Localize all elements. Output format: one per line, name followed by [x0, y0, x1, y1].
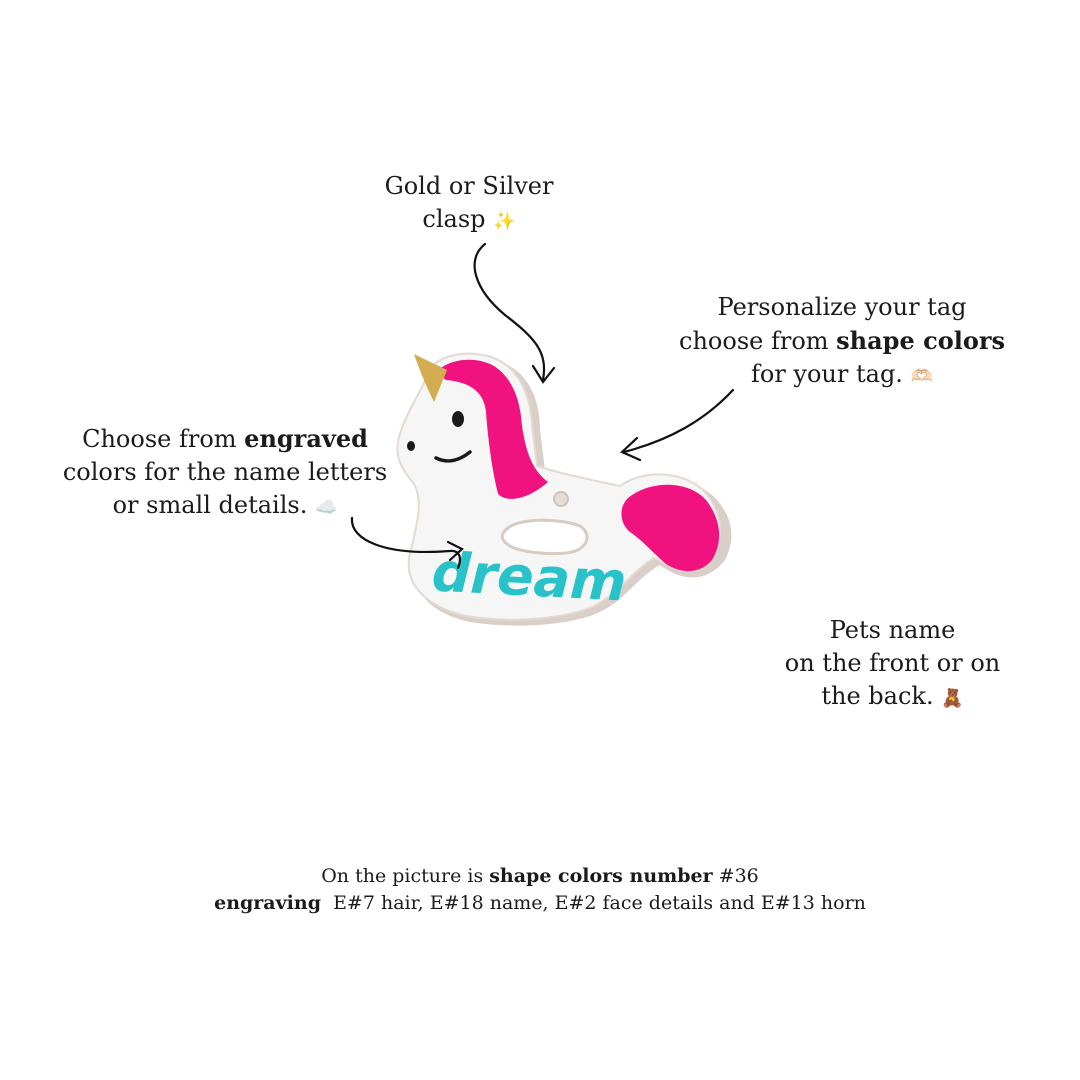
pets-name-note: Pets name on the front or on the back. 🧸: [770, 614, 1015, 715]
clasp-line2: clasp: [422, 205, 486, 233]
engrave-line1-bold: engraved: [244, 424, 368, 453]
arrow-clasp-head: [531, 364, 556, 384]
arrow-clasp: [473, 242, 546, 382]
tag-body: [396, 352, 721, 621]
shape-colors-note: Personalize your tag choose from shape c…: [668, 291, 1016, 393]
engrave-line1-pre: Choose from: [82, 425, 245, 453]
engraved-name-text: dream: [430, 540, 628, 613]
clasp-note: Gold or Silver clasp ✨: [360, 170, 578, 238]
inner-cutout: [500, 518, 589, 556]
engrave-line3: or small details.: [112, 491, 308, 519]
footer-l2-post: E#7 hair, E#18 name, E#2 face details an…: [320, 892, 866, 914]
unicorn-eye: [452, 411, 464, 427]
footer-l1-post: #36: [712, 865, 759, 887]
unicorn-mane: [436, 359, 548, 499]
clasp-line1: Gold or Silver: [384, 172, 554, 200]
shape-line3: for your tag.: [750, 360, 903, 388]
unicorn-tail: [621, 484, 720, 572]
sparkles-icon: ✨: [493, 211, 516, 232]
pets-line3: the back.: [821, 682, 934, 710]
footer-note: On the picture is shape colors number #3…: [150, 863, 930, 917]
unicorn-nostril: [407, 441, 415, 451]
shape-line2-bold: shape colors: [836, 326, 1005, 355]
footer-l2-bold: engraving: [214, 892, 321, 914]
arrow-engrave: [350, 516, 461, 570]
keyring-hole: [553, 491, 569, 507]
teddy-bear-icon: 🧸: [941, 688, 964, 709]
unicorn-horn: [414, 354, 447, 402]
footer-l1-bold: shape colors number: [489, 865, 713, 887]
arrow-engrave-head: [446, 540, 464, 562]
heart-hands-icon: 🫶🏻: [910, 366, 933, 387]
cloud-icon: ☁️: [314, 497, 338, 518]
shape-line2-pre: choose from: [679, 327, 837, 355]
unicorn-smile: [434, 450, 472, 463]
engraved-colors-note: Choose from engraved colors for the name…: [50, 422, 400, 524]
arrow-shape-head: [620, 436, 642, 462]
footer-l1-pre: On the picture is: [321, 865, 490, 887]
shape-line1: Personalize your tag: [717, 293, 967, 321]
pets-line1: Pets name: [829, 616, 956, 644]
pets-line2: on the front or on: [784, 649, 1001, 677]
arrow-shape: [622, 388, 735, 454]
engrave-line2: colors for the name letters: [62, 458, 388, 486]
